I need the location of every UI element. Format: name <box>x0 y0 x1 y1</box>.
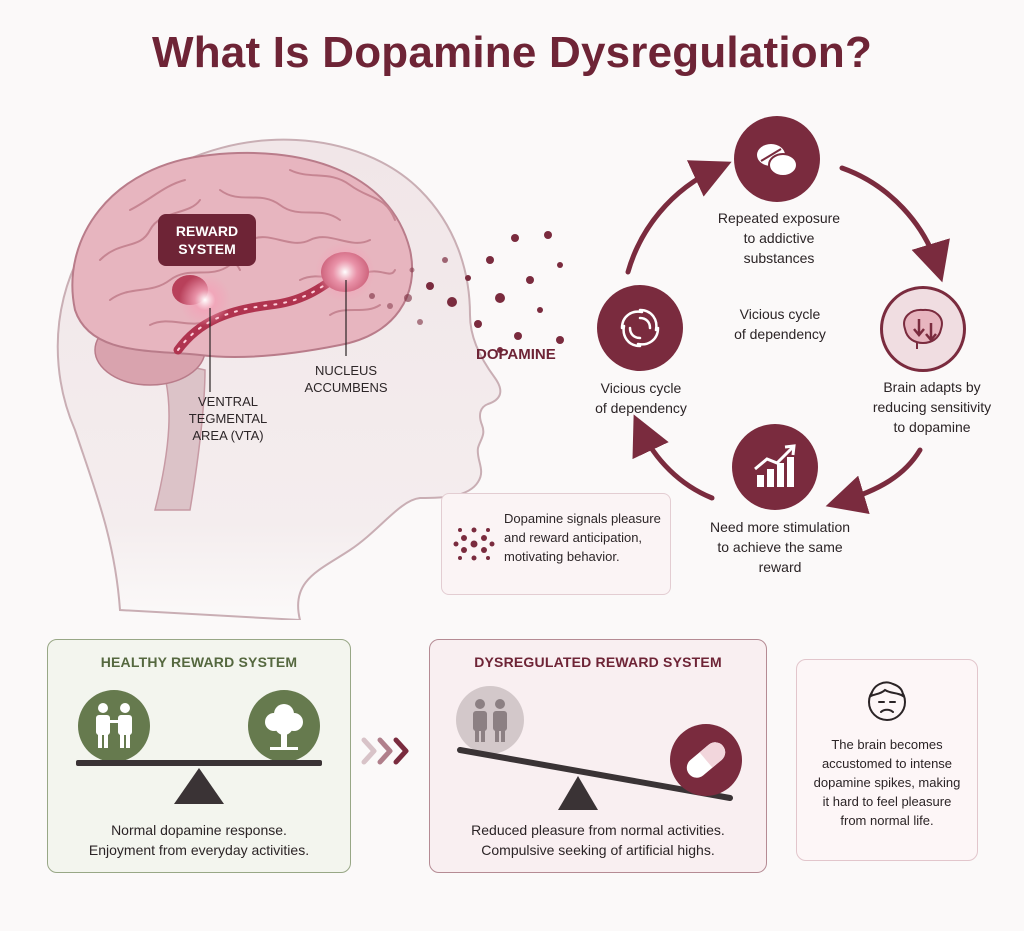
page-title: What Is Dopamine Dysregulation? <box>151 28 873 77</box>
cycle-top-text: Repeated exposure to addictive substance… <box>717 210 841 266</box>
arrow-bottom-left <box>632 414 715 501</box>
dopamine-info-box <box>441 493 671 595</box>
reward-system-tag: REWARD SYSTEM <box>158 214 256 266</box>
faded-people-icon <box>473 699 507 742</box>
growth-node <box>732 424 818 510</box>
chevrons-right-icon <box>361 737 409 765</box>
arrow-bottom-right <box>825 447 923 514</box>
tree-icon <box>265 704 303 750</box>
cycle-arrows <box>625 160 950 514</box>
dysregulated-caption: Reduced pleasure from normal activities.… <box>471 822 725 858</box>
brain-adapt-node <box>880 286 966 372</box>
capsule-icon <box>686 742 726 778</box>
dopamine-particles <box>369 231 564 353</box>
dysregulated-reward-panel: DYSREGULATED REWARD SYSTEM Reduced pleas… <box>429 639 767 873</box>
cycle-bottom-text: Need more stimulation to achieve the sam… <box>709 519 851 575</box>
bar-chart-up-icon <box>754 444 796 487</box>
healthy-reward-panel: HEALTHY REWARD SYSTEM Normal dopamine re… <box>47 639 351 873</box>
note-text: The brain becomes accustomed to intense … <box>813 737 961 828</box>
vta-label: VENTRAL TEGMENTAL AREA (VTA) <box>188 394 268 443</box>
cycle-right-text: Brain adapts by reducing sensitivity to … <box>872 379 992 435</box>
dopamine-label: DOPAMINE <box>476 346 556 363</box>
brain-stem <box>154 358 206 511</box>
tilted-fulcrum <box>558 776 598 810</box>
pills-icon <box>757 144 798 177</box>
balanced-seesaw <box>76 690 322 804</box>
tilted-seesaw <box>456 686 742 810</box>
dysregulated-panel-title: DYSREGULATED REWARD SYSTEM <box>474 654 722 670</box>
dopamine-info-text: Dopamine signals pleasure and reward ant… <box>504 511 661 564</box>
cycle-center-text: Vicious cycle of dependency <box>734 306 826 342</box>
vortex-node <box>597 285 683 371</box>
brain-accustomed-note: The brain becomes accustomed to intense … <box>796 659 978 861</box>
pills-node <box>734 116 820 202</box>
seesaw-fulcrum <box>174 768 224 804</box>
brain-folds <box>99 169 396 326</box>
molecule-dots-icon <box>453 527 495 561</box>
healthy-panel-title: HEALTHY REWARD SYSTEM <box>100 654 298 670</box>
spiral-icon <box>620 308 660 348</box>
arrow-top-left <box>625 160 732 275</box>
sad-face-icon <box>868 681 906 721</box>
tilted-beam <box>457 747 733 801</box>
brain-down-arrows-icon <box>903 308 943 349</box>
healthy-caption: Normal dopamine response. Enjoyment from… <box>88 822 310 858</box>
people-circle <box>78 690 150 762</box>
nucleus-accumbens-label: NUCLEUS ACCUMBENS <box>304 363 388 395</box>
people-icon <box>96 703 132 748</box>
seesaw-beam <box>76 760 322 766</box>
arrow-top-right <box>839 165 950 283</box>
cycle-left-text: Vicious cycle of dependency <box>595 380 687 416</box>
faded-people-circle <box>456 686 524 754</box>
